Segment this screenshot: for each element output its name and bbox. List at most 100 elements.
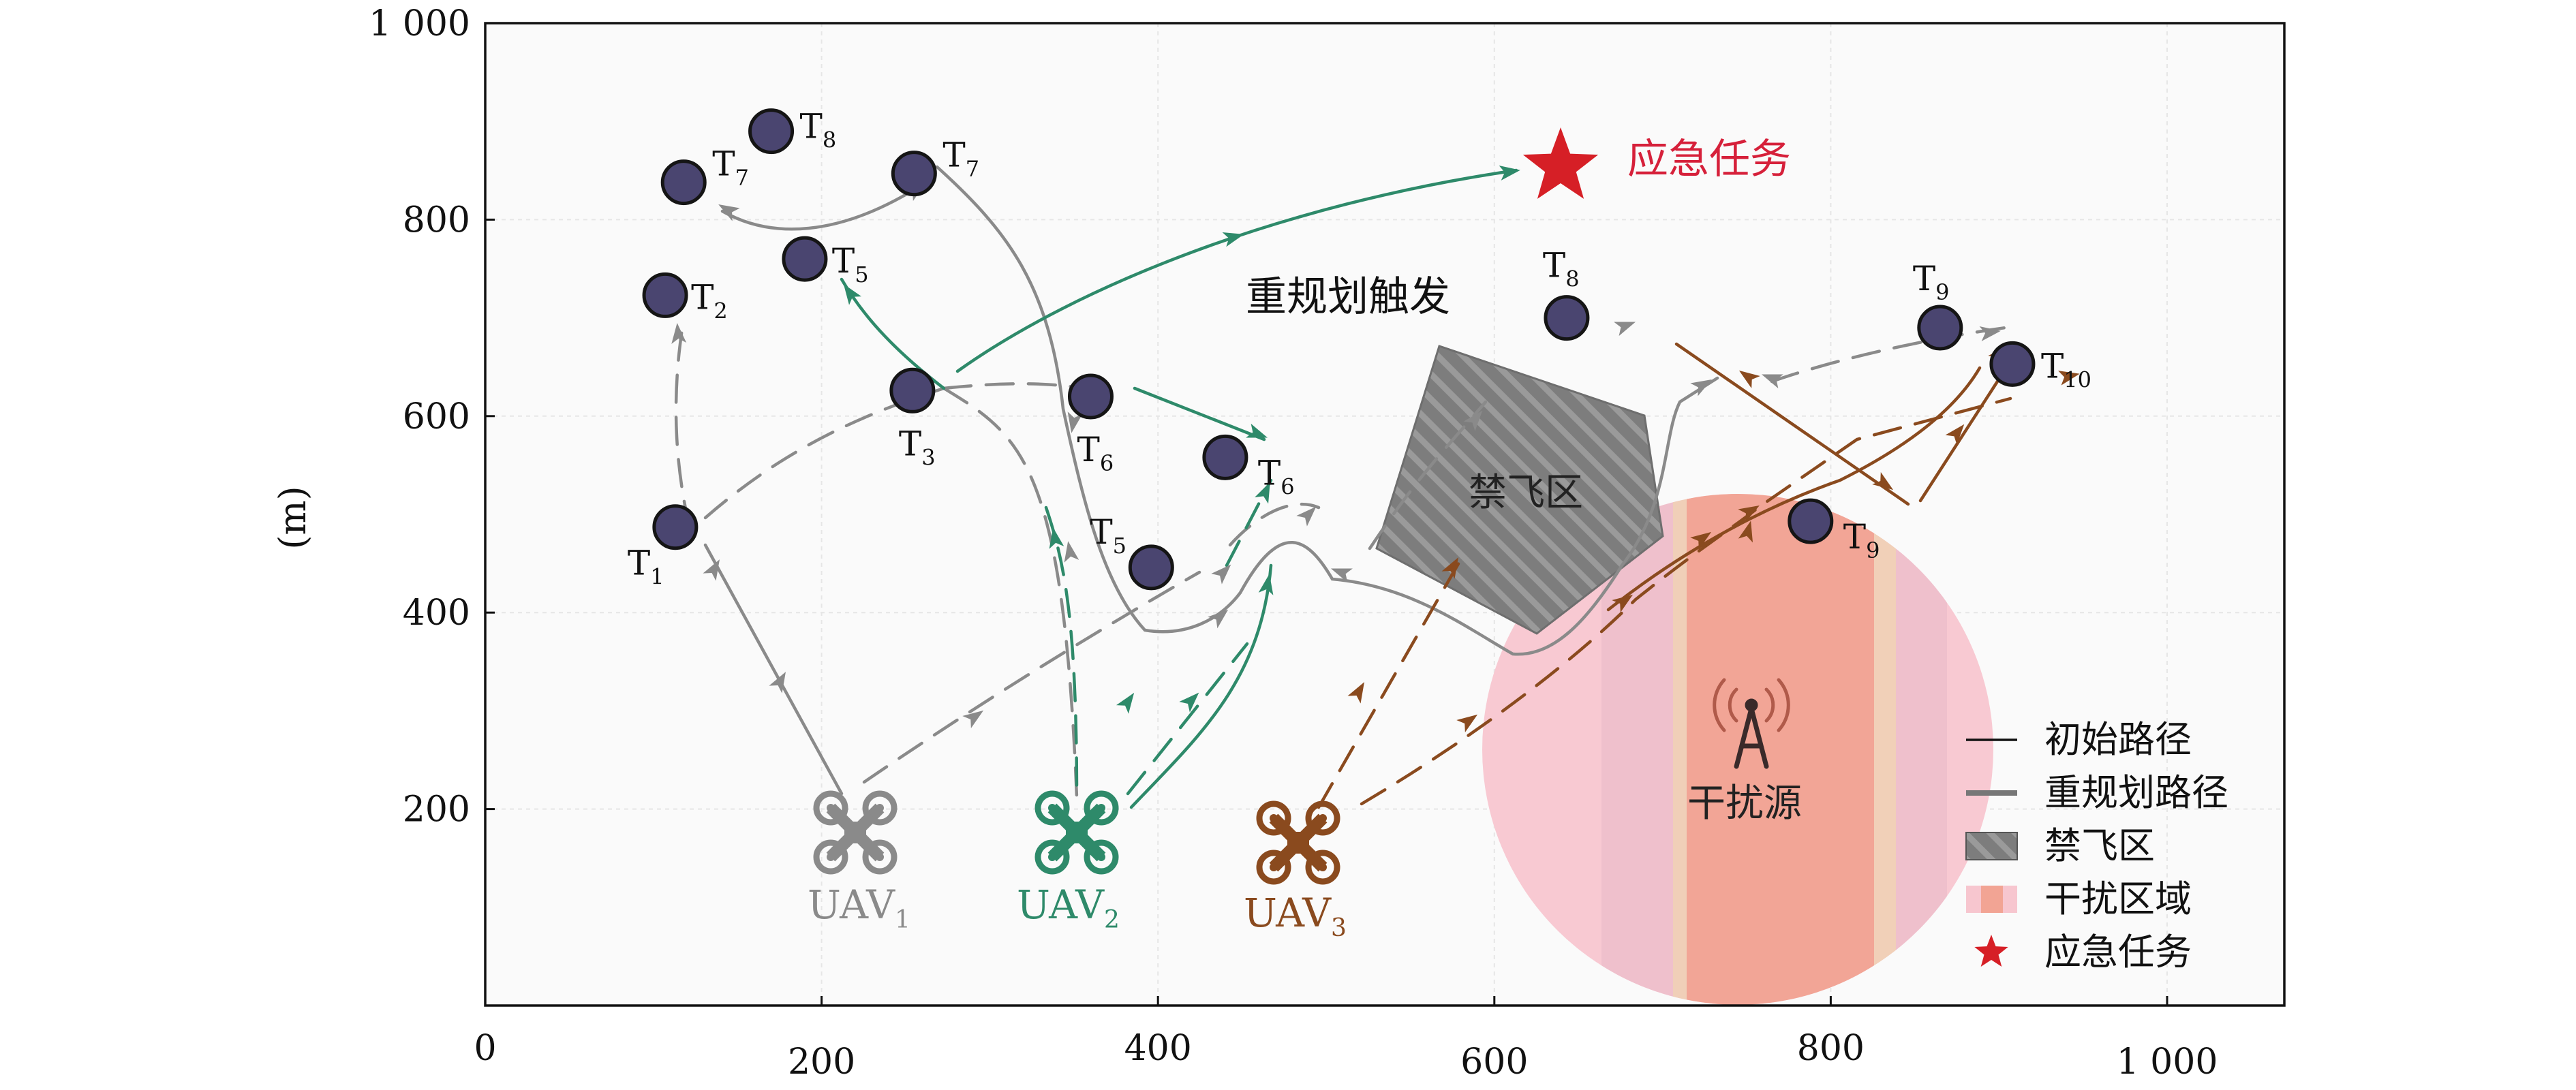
legend-item-initial: 初始路径 — [1966, 718, 2192, 761]
task-node-t7a: T7 — [660, 144, 749, 206]
task-node-label: T5 — [1090, 512, 1126, 559]
task-node-label: T9 — [1843, 517, 1880, 563]
path-arrowhead — [1116, 692, 1135, 714]
task-node-t5a: T5 — [782, 236, 869, 287]
path-arrowhead — [671, 323, 687, 344]
emergency-task-marker — [1522, 127, 1599, 199]
path-arrowhead — [1463, 410, 1483, 431]
path-arrowheads — [671, 166, 2080, 733]
y-tick-label: 800 — [403, 200, 470, 240]
path-arrowhead — [1347, 682, 1364, 704]
task-node-t9b: T9 — [1913, 259, 1963, 351]
x-tick-label: 200 — [788, 1042, 855, 1083]
uav3-path-t8b-t9a — [1674, 342, 1910, 506]
no-fly-zone — [1375, 345, 1664, 635]
legend-label: 干扰区域 — [2044, 877, 2192, 920]
path-arrowhead — [1208, 609, 1229, 629]
uav-label-uav2: UAV2 — [1017, 882, 1120, 934]
x-tick-label: 400 — [1124, 1028, 1192, 1069]
path-arrowhead — [1738, 505, 1760, 523]
task-node-label: T5 — [832, 241, 869, 287]
y-tick-label: 200 — [403, 790, 470, 830]
path-arrowhead — [1612, 594, 1634, 613]
path-arrowhead — [1456, 714, 1478, 733]
x-tick-label: 0 — [474, 1028, 496, 1069]
task-node-t9a: T9 — [1788, 498, 1880, 563]
task-node-t2: T2 — [642, 272, 728, 324]
x-tick-label: 600 — [1460, 1042, 1528, 1083]
jammer-icon — [1713, 678, 1790, 769]
task-node-t7b: T7 — [891, 136, 979, 197]
uav1-path-to-trigger — [1368, 400, 1488, 550]
y-tick-label: 1 000 — [369, 3, 470, 44]
legend-item-emergency: 应急任务 — [1974, 931, 2192, 974]
path-arrowhead — [1690, 531, 1712, 550]
legend-swatch — [1965, 832, 2018, 860]
path-arrowhead — [1945, 424, 1965, 445]
path-arrowhead — [1690, 379, 1712, 396]
task-node-label: T7 — [942, 136, 979, 182]
path-arrowhead — [703, 559, 720, 581]
task-node-label: T6 — [1258, 453, 1295, 499]
legend-label: 重规划路径 — [2044, 771, 2228, 814]
y-tick-label: 600 — [403, 396, 470, 437]
emergency-task-label: 应急任务 — [1627, 136, 1791, 183]
path-arrowhead — [1738, 370, 1760, 389]
uav3-paths — [1317, 342, 2019, 809]
path-arrowhead — [1614, 322, 1636, 337]
path-arrowhead — [769, 672, 786, 694]
task-node-label: T8 — [1543, 246, 1580, 292]
path-arrowhead — [1067, 411, 1083, 433]
y-tick-label: 400 — [403, 593, 470, 634]
x-tick-label: 1 000 — [2117, 1042, 2218, 1083]
uav1-path-t7b-replan — [935, 165, 1719, 656]
task-node-label: T9 — [1913, 259, 1950, 305]
task-node-t8a: T8 — [748, 107, 837, 155]
uav1-path-t5b-t6b — [1228, 502, 1321, 547]
uav1-paths — [674, 165, 2012, 799]
path-arrowhead — [1330, 568, 1353, 583]
path-arrowhead — [2058, 371, 2080, 386]
task-node-t3: T3 — [889, 367, 936, 470]
task-node-t1: T1 — [628, 504, 699, 590]
uav1-path-t1-t2 — [674, 318, 692, 530]
path-arrowhead — [1246, 423, 1268, 438]
task-node-label: T8 — [800, 107, 837, 153]
task-node-t5b: T5 — [1090, 512, 1174, 591]
task-node-label: T1 — [628, 544, 664, 590]
task-node-t6b: T6 — [1202, 434, 1295, 499]
task-node-label: T3 — [899, 424, 936, 470]
uav1-path-t3-t6b-dash — [942, 386, 1079, 799]
task-node-t10: T10 — [1989, 341, 2091, 392]
uav3-path-zone-t9b — [1606, 366, 1982, 612]
uav2-paths — [840, 168, 1518, 809]
y-axis-label: (m) — [271, 486, 314, 549]
uav2-path-t3-down — [1044, 505, 1079, 799]
drone-icon-uav2 — [1034, 790, 1119, 875]
path-arrowhead — [843, 283, 862, 305]
uav1-path-to-t1 — [703, 543, 844, 796]
path-arrowhead — [1049, 527, 1064, 549]
path-arrowhead — [1761, 374, 1783, 389]
task-node-label: T2 — [691, 277, 728, 324]
legend-label: 应急任务 — [2044, 931, 2192, 974]
uav2-path-to-replan — [1129, 563, 1273, 809]
uav2-path-t6a-t6b — [1133, 386, 1266, 441]
jammer-label: 干扰源 — [1687, 781, 1802, 826]
path-arrowhead — [1255, 482, 1270, 504]
path-arrowhead — [1738, 520, 1753, 543]
x-tick-label: 800 — [1797, 1028, 1865, 1069]
uav3-path-to-nofly — [1317, 550, 1467, 809]
path-arrowhead — [1064, 541, 1079, 563]
task-node-label: T10 — [2041, 346, 2091, 392]
path-arrowhead — [1258, 574, 1274, 595]
uav1-path-t7a-t8a — [720, 182, 925, 231]
task-node-t6a: T6 — [1067, 373, 1114, 476]
task-node-label: T6 — [1077, 430, 1114, 476]
path-arrowhead — [718, 204, 740, 221]
